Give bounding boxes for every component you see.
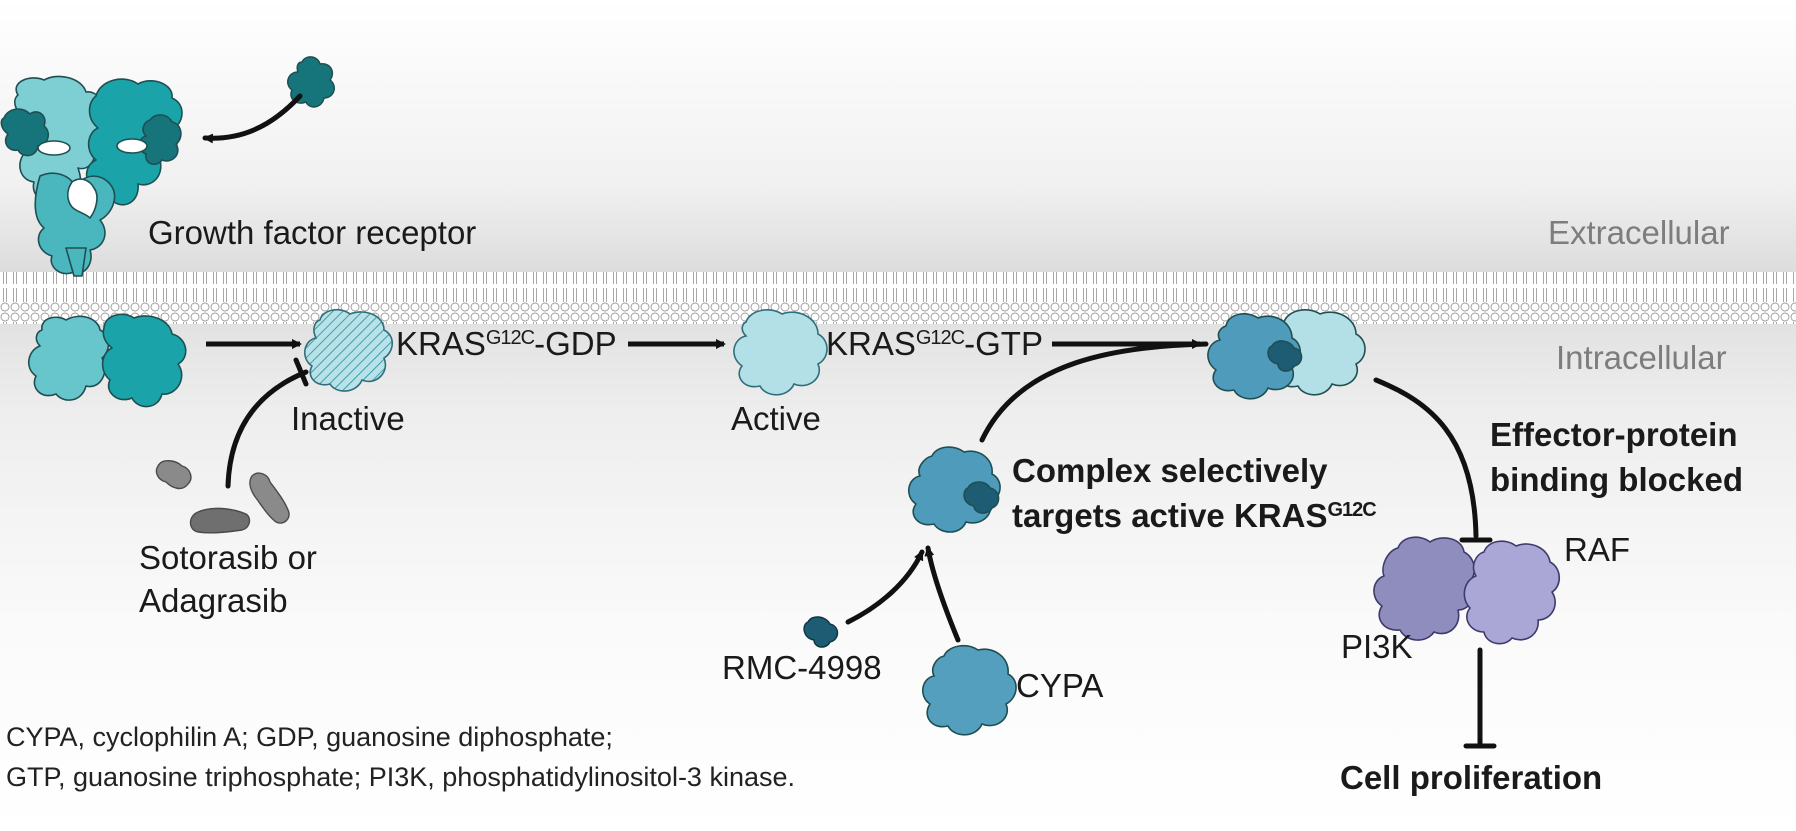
ligand-binding-arrow — [202, 93, 303, 144]
effector-blocking-line — [1373, 377, 1479, 539]
sotorasib-adagrasib-molecules — [155, 460, 290, 534]
complex-label-prefix: targets active KRAS — [1012, 497, 1328, 534]
effector-proteins — [1373, 536, 1561, 645]
kras-gtp-active — [733, 309, 828, 396]
complex-label-line2: targets active KRASG12C — [1012, 497, 1377, 534]
growth-factor-receptor — [0, 75, 183, 277]
kras-gdp-inactive — [304, 308, 394, 392]
cell-membrane — [0, 272, 1796, 324]
kras-gtp-label: KRASG12C-GTP — [826, 327, 1043, 360]
complex-label-line1: Complex selectively — [1012, 452, 1328, 489]
cypa-protein — [922, 644, 1017, 736]
sotorasib-label-line1: Sotorasib or — [139, 539, 317, 576]
cypa-label: CYPA — [1016, 667, 1104, 704]
sotorasib-label-line2: Adagrasib — [139, 582, 288, 619]
cypa-rmc-complex — [908, 446, 1001, 533]
sotorasib-inhibition-line — [225, 369, 309, 489]
kras-tricomplex — [1207, 309, 1366, 400]
rmc-4998-label: RMC-4998 — [722, 649, 882, 686]
receptor-kinase-domains — [28, 313, 187, 408]
pi3k-label: PI3K — [1341, 628, 1413, 665]
intracellular-label: Intracellular — [1556, 339, 1727, 376]
inactive-label: Inactive — [291, 400, 405, 437]
kras-gdp-prefix: KRAS — [396, 325, 486, 362]
sotorasib-inhibition-bar — [293, 357, 309, 387]
growth-factor-receptor-label: Growth factor receptor — [148, 214, 477, 251]
kras-gtp-prefix: KRAS — [826, 325, 916, 362]
cell-proliferation-label: Cell proliferation — [1340, 759, 1603, 796]
effector-label-line1: Effector-protein — [1490, 416, 1738, 453]
rmc-to-complex-arrow — [845, 549, 925, 625]
kras-gdp-superscript: G12C — [485, 327, 535, 349]
footnote-line1: CYPA, cyclophilin A; GDP, guanosine diph… — [6, 722, 613, 752]
complex-to-membrane-arrow — [979, 341, 1209, 443]
raf-label: RAF — [1564, 531, 1630, 568]
active-label: Active — [731, 400, 821, 437]
footnote-line2: GTP, guanosine triphosphate; PI3K, phosp… — [6, 762, 795, 792]
cypa-to-complex-arrow — [924, 545, 961, 643]
extracellular-label: Extracellular — [1548, 214, 1730, 251]
complex-label-superscript: G12C — [1327, 499, 1376, 521]
rmc-4998-molecule — [803, 616, 839, 648]
kras-gtp-superscript: G12C — [915, 327, 965, 349]
kras-gdp-suffix: -GDP — [534, 325, 617, 362]
kras-gtp-suffix: -GTP — [964, 325, 1043, 362]
kras-gdp-label: KRASG12C-GDP — [396, 327, 617, 360]
effector-label-line2: binding blocked — [1490, 461, 1743, 498]
